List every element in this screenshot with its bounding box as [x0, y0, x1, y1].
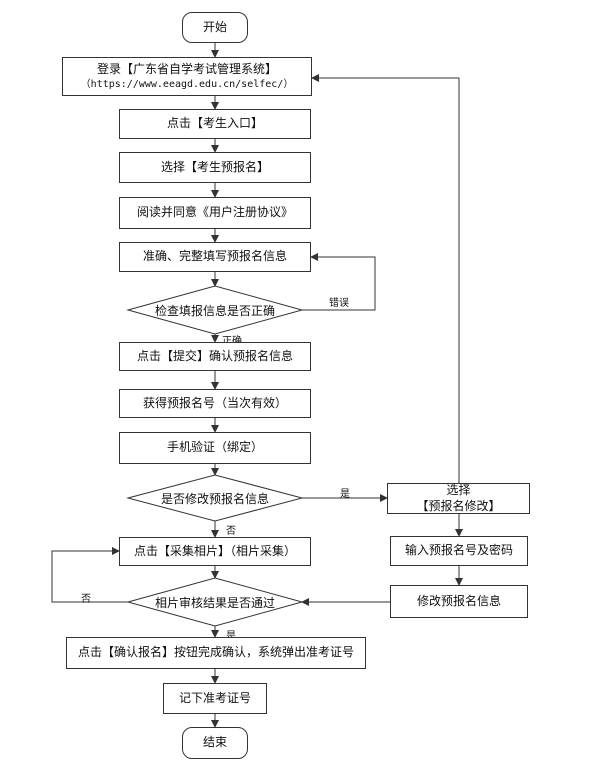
input-credentials-label: 输入预报名号及密码	[404, 543, 513, 558]
end-label: 结束	[202, 735, 227, 750]
check-right-label: 正确	[222, 332, 242, 347]
login-step: 登录【广东省自学考试管理系统】 （https://www.eeagd.edu.c…	[62, 57, 312, 96]
photo-yes-label: 是	[226, 627, 236, 642]
submit-label: 点击【提交】确认预报名信息	[136, 348, 293, 363]
modify-question-label: 是否修改预报名信息	[160, 492, 269, 506]
fill-info-step: 准确、完整填写预报名信息	[119, 242, 311, 272]
photo-check-label: 相片审核结果是否通过	[154, 596, 275, 610]
select-prereg-step: 选择【考生预报名】	[119, 152, 311, 183]
confirm-label: 点击【确认报名】按钮完成确认，系统弹出准考证号	[77, 645, 354, 660]
photo-label: 点击【采集相片】（相片采集）	[133, 543, 296, 558]
entry-step: 点击【考生入口】	[119, 109, 311, 139]
note-ticket-label: 记下准考证号	[178, 690, 251, 705]
get-number-label: 获得预报名号（当次有效）	[142, 395, 287, 410]
check-info-diamond	[126, 285, 304, 335]
submit-step: 点击【提交】确认预报名信息	[119, 342, 311, 371]
photo-no-label: 否	[81, 594, 91, 605]
select-modify-line1: 选择	[446, 482, 471, 497]
agreement-label: 阅读并同意《用户注册协议》	[136, 205, 293, 220]
edge-photo-no-loop	[51, 547, 128, 603]
login-url: （https://www.eeagd.edu.cn/selfec/）	[80, 78, 294, 90]
select-modify-step: 选择 【预报名修改】	[387, 483, 530, 514]
check-wrong-label: 错误	[329, 298, 349, 309]
photo-check-diamond	[126, 577, 304, 627]
edge-check-wrong-loop	[302, 253, 376, 311]
modify-question-diamond	[126, 474, 304, 522]
check-info-label: 检查填报信息是否正确	[154, 304, 275, 318]
fill-info-label: 准确、完整填写预报名信息	[142, 249, 287, 264]
modify-info-label: 修改预报名信息	[416, 593, 501, 608]
end-node: 结束	[182, 727, 248, 759]
login-title: 登录【广东省自学考试管理系统】	[96, 62, 277, 77]
modify-no-label: 否	[226, 526, 236, 537]
confirm-step: 点击【确认报名】按钮完成确认，系统弹出准考证号	[66, 637, 366, 669]
phone-verify-label: 手机验证（绑定）	[166, 440, 263, 455]
photo-step: 点击【采集相片】（相片采集）	[119, 537, 311, 566]
select-modify-line2: 【预报名修改】	[416, 498, 501, 513]
agreement-step: 阅读并同意《用户注册协议》	[119, 197, 311, 229]
select-prereg-label: 选择【考生预报名】	[160, 159, 269, 174]
get-number-step: 获得预报名号（当次有效）	[119, 389, 311, 418]
edge-selectmod-to-login	[311, 74, 460, 483]
start-label: 开始	[202, 19, 227, 34]
note-ticket-step: 记下准考证号	[163, 683, 267, 714]
phone-verify-step: 手机验证（绑定）	[119, 432, 311, 464]
entry-label: 点击【考生入口】	[166, 116, 263, 131]
input-credentials-step: 输入预报名号及密码	[390, 536, 528, 566]
modify-yes-label: 是	[340, 489, 350, 500]
modify-info-step: 修改预报名信息	[390, 585, 528, 618]
start-node: 开始	[182, 12, 248, 43]
